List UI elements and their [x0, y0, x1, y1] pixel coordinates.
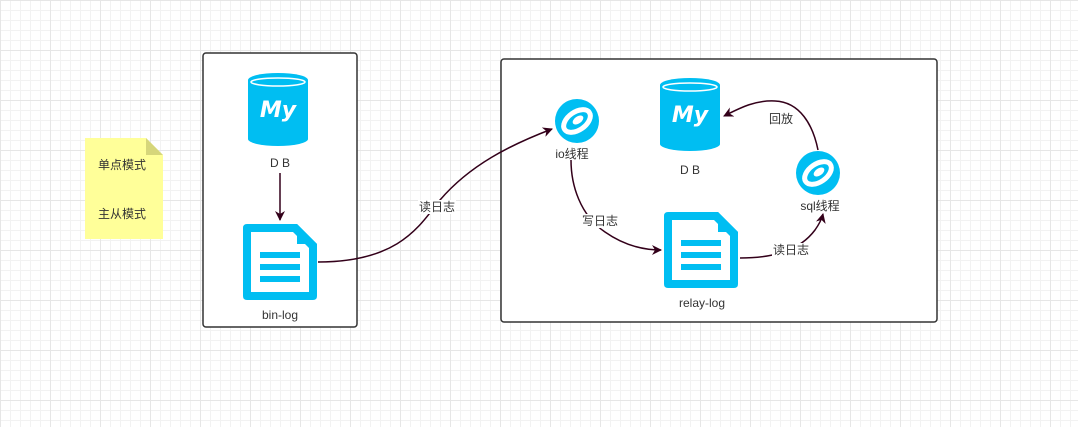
- master-mysql-icon-text: My: [260, 98, 298, 123]
- master-mysql-icon[interactable]: My: [247, 72, 309, 147]
- edge-label-replay: 回放: [768, 112, 795, 126]
- edge-io-thread-to-relaylog[interactable]: [570, 159, 662, 255]
- edge-relaylog-to-sql-thread[interactable]: [739, 213, 826, 259]
- edge-sql-thread-to-db[interactable]: [723, 100, 819, 151]
- bin-log-file-icon[interactable]: [243, 224, 317, 300]
- slave-db-label: D B: [679, 163, 700, 177]
- io-thread-label: io线程: [555, 147, 589, 161]
- slave-mysql-icon[interactable]: My: [659, 77, 721, 152]
- io-thread-icon[interactable]: [555, 99, 599, 143]
- slave-mysql-icon-text: My: [672, 103, 710, 128]
- bin-log-label: bin-log: [261, 308, 299, 322]
- edge-label-read-log-binlog: 读日志: [418, 200, 457, 214]
- note-line-single: 单点模式: [98, 158, 147, 172]
- slave-container[interactable]: [500, 58, 938, 323]
- edge-label-write-log: 写日志: [581, 214, 620, 228]
- master-db-label: D B: [269, 156, 290, 170]
- sticky-note[interactable]: [85, 138, 163, 239]
- edge-label-read-log-relaylog: 读日志: [772, 243, 811, 257]
- relay-log-label: relay-log: [678, 296, 726, 310]
- note-line-master-slave: 主从模式: [98, 207, 147, 221]
- sql-thread-icon[interactable]: [796, 151, 840, 195]
- sql-thread-label: sql线程: [800, 199, 840, 213]
- relay-log-file-icon[interactable]: [664, 212, 738, 288]
